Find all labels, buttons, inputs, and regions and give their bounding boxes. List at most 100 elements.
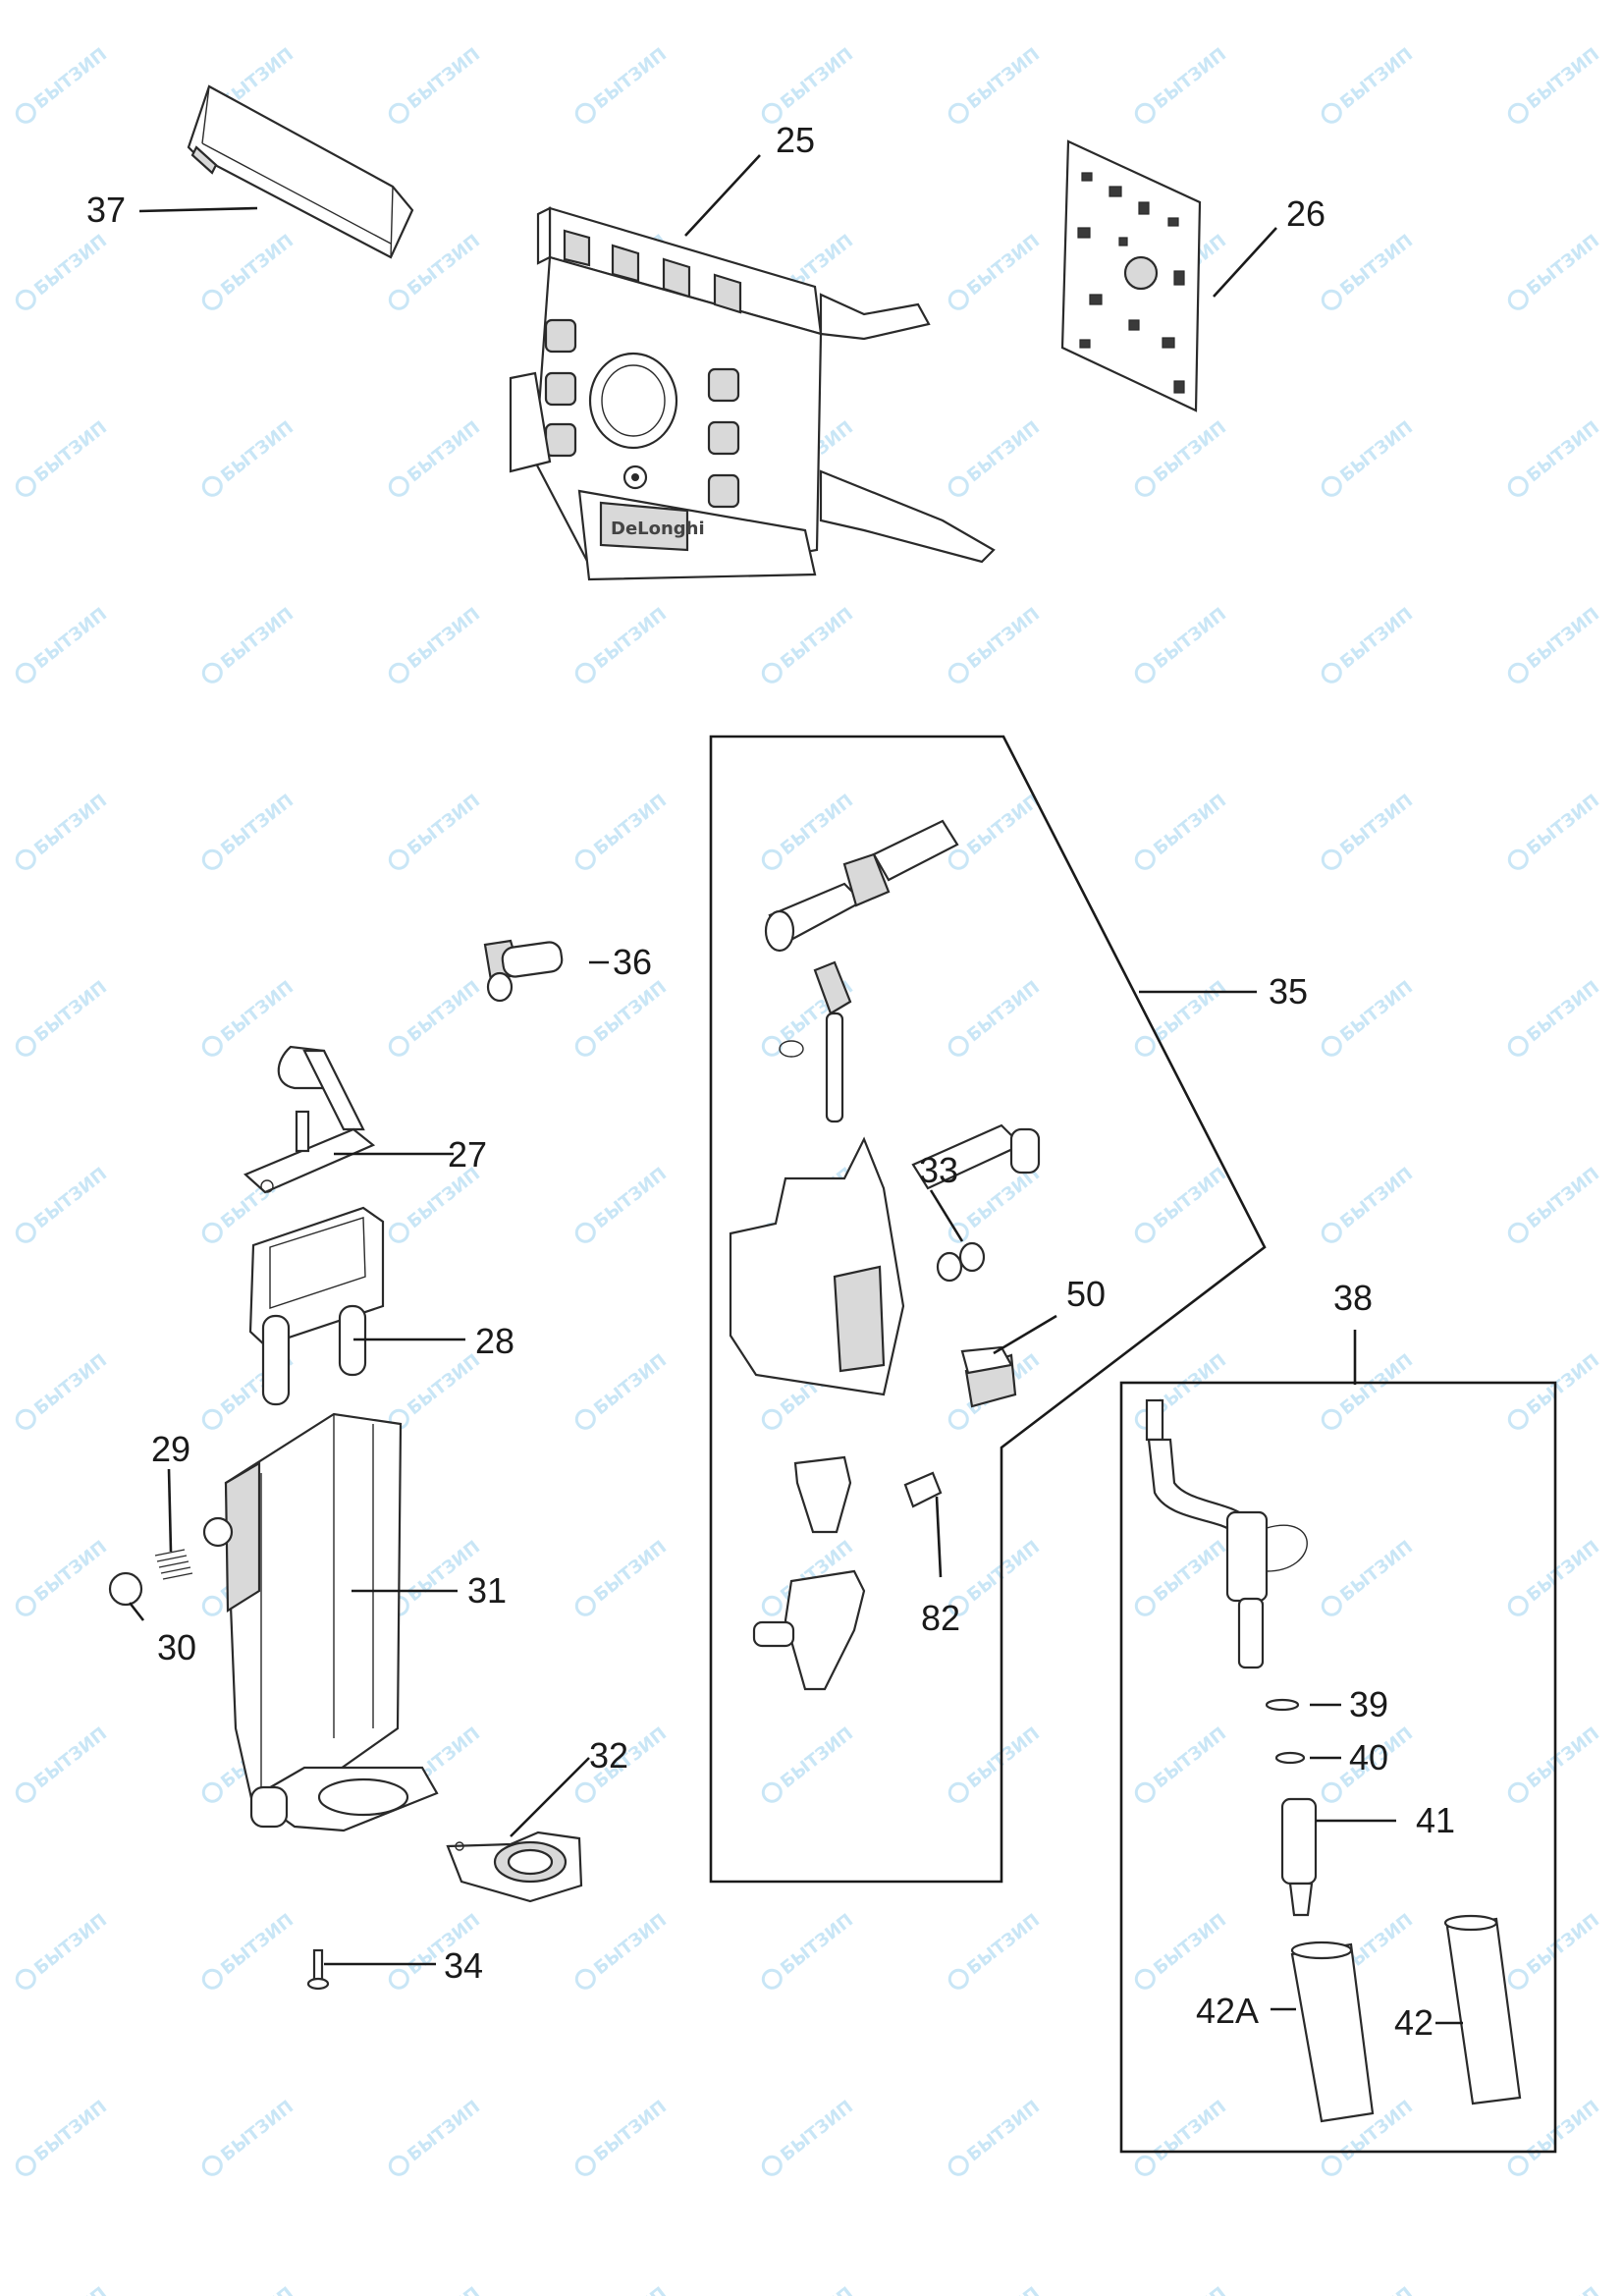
label-50: 50 xyxy=(1066,1274,1106,1314)
svg-text:БЫТЗИП: БЫТЗИП xyxy=(590,604,671,673)
leader-lines xyxy=(128,154,1463,2025)
watermark-logo: БЫТЗИП xyxy=(15,417,111,497)
part-30-cap xyxy=(108,1571,143,1607)
svg-text:БЫТЗИП: БЫТЗИП xyxy=(1336,604,1417,673)
label-40: 40 xyxy=(1349,1737,1388,1777)
watermark-logo: БЫТЗИП xyxy=(15,791,111,870)
watermark-logo: БЫТЗИП xyxy=(1321,1537,1417,1616)
svg-text:БЫТЗИП: БЫТЗИП xyxy=(1523,2283,1603,2296)
part-26-circuit-board xyxy=(1060,139,1202,412)
watermark-logo: БЫТЗИП xyxy=(761,604,857,683)
watermark-logo: БЫТЗИП xyxy=(947,604,1044,683)
svg-text:БЫТЗИП: БЫТЗИП xyxy=(30,1164,111,1232)
label-36: 36 xyxy=(613,942,652,982)
part-50-lever xyxy=(960,1345,1017,1408)
watermark-logo: БЫТЗИП xyxy=(947,1537,1044,1616)
svg-text:БЫТЗИП: БЫТЗИП xyxy=(217,231,298,300)
svg-text:БЫТЗИП: БЫТЗИП xyxy=(777,2283,857,2296)
watermark-logo: БЫТЗИП xyxy=(1134,417,1230,497)
watermark-logo: БЫТЗИП xyxy=(217,2283,298,2296)
svg-text:БЫТЗИП: БЫТЗИП xyxy=(963,2097,1044,2165)
watermark-logo: БЫТЗИП xyxy=(1321,44,1417,124)
watermark-logo: БЫТЗИП xyxy=(574,1537,671,1616)
watermark-logo: БЫТЗИП xyxy=(947,231,1044,310)
svg-text:БЫТЗИП: БЫТЗИП xyxy=(1150,2283,1230,2296)
watermark-logo: БЫТЗИП xyxy=(1507,44,1603,124)
svg-text:БЫТЗИП: БЫТЗИП xyxy=(217,1910,298,1979)
part-36-pin xyxy=(483,939,564,1003)
svg-text:БЫТЗИП: БЫТЗИП xyxy=(217,2097,298,2165)
part-32-plate xyxy=(446,1831,583,1903)
watermark-logo: БЫТЗИП xyxy=(1321,1164,1417,1243)
part-34-pin xyxy=(306,1948,330,1991)
watermark-logo: БЫТЗИП xyxy=(1321,231,1417,310)
svg-text:БЫТЗИП: БЫТЗИП xyxy=(404,977,484,1046)
watermark-logo: БЫТЗИП xyxy=(1321,604,1417,683)
svg-text:БЫТЗИП: БЫТЗИП xyxy=(1523,231,1603,300)
svg-text:БЫТЗИП: БЫТЗИП xyxy=(777,1910,857,1979)
svg-text:БЫТЗИП: БЫТЗИП xyxy=(30,44,111,113)
svg-text:БЫТЗИП: БЫТЗИП xyxy=(963,44,1044,113)
part-31-main-housing xyxy=(202,1412,439,1832)
svg-text:БЫТЗИП: БЫТЗИП xyxy=(1336,44,1417,113)
part-82-microswitch xyxy=(903,1471,943,1508)
watermark-logo: БЫТЗИП xyxy=(1134,1723,1230,1803)
svg-text:БЫТЗИП: БЫТЗИП xyxy=(404,231,484,300)
label-30: 30 xyxy=(157,1627,196,1667)
svg-text:БЫТЗИП: БЫТЗИП xyxy=(590,1350,671,1419)
label-35: 35 xyxy=(1269,971,1308,1011)
svg-text:БЫТЗИП: БЫТЗИП xyxy=(963,231,1044,300)
watermark-logo: БЫТЗИП xyxy=(201,231,298,310)
watermark-logo: БЫТЗИП xyxy=(1507,604,1603,683)
label-38: 38 xyxy=(1333,1278,1373,1318)
svg-text:БЫТЗИП: БЫТЗИП xyxy=(1150,417,1230,486)
box-38-outline xyxy=(1119,1381,1557,2154)
label-33: 33 xyxy=(919,1150,958,1190)
watermark-logo: БЫТЗИП xyxy=(777,2283,857,2296)
svg-text:БЫТЗИП: БЫТЗИП xyxy=(590,2283,671,2296)
svg-text:БЫТЗИП: БЫТЗИП xyxy=(30,417,111,486)
watermark-logo: БЫТЗИП xyxy=(1507,791,1603,870)
svg-text:БЫТЗИП: БЫТЗИП xyxy=(1150,1164,1230,1232)
watermark-logo: БЫТЗИП xyxy=(1507,977,1603,1057)
watermark-logo: БЫТЗИП xyxy=(947,791,1044,870)
svg-text:БЫТЗИП: БЫТЗИП xyxy=(590,977,671,1046)
svg-text:БЫТЗИП: БЫТЗИП xyxy=(404,2097,484,2165)
svg-text:БЫТЗИП: БЫТЗИП xyxy=(1523,2097,1603,2165)
part-42-tube xyxy=(1443,1914,1522,2105)
part-25-control-panel xyxy=(509,206,996,581)
svg-text:БЫТЗИП: БЫТЗИП xyxy=(590,791,671,859)
watermark-logo: БЫТЗИП xyxy=(388,977,484,1057)
watermark-logo: БЫТЗИП xyxy=(761,2097,857,2176)
watermark-logo: БЫТЗИП xyxy=(15,604,111,683)
label-26: 26 xyxy=(1286,193,1325,234)
svg-text:БЫТЗИП: БЫТЗИП xyxy=(217,791,298,859)
svg-text:БЫТЗИП: БЫТЗИП xyxy=(590,2097,671,2165)
svg-text:БЫТЗИП: БЫТЗИП xyxy=(1523,1350,1603,1419)
watermark-logo: БЫТЗИП xyxy=(574,44,671,124)
svg-text:БЫТЗИП: БЫТЗИП xyxy=(1336,417,1417,486)
svg-text:БЫТЗИП: БЫТЗИП xyxy=(1336,231,1417,300)
watermark-logo: БЫТЗИП xyxy=(947,977,1044,1057)
watermark-logo: БЫТЗИП xyxy=(761,1910,857,1990)
svg-text:БЫТЗИП: БЫТЗИП xyxy=(777,604,857,673)
svg-text:БЫТЗИП: БЫТЗИП xyxy=(1336,791,1417,859)
watermark-logo: БЫТЗИП xyxy=(1523,2283,1603,2296)
part-38-connector-tube xyxy=(1145,1398,1308,1669)
watermark-logo: БЫТЗИП xyxy=(1321,1350,1417,1430)
watermark-logo: БЫТЗИП xyxy=(388,2097,484,2176)
svg-text:БЫТЗИП: БЫТЗИП xyxy=(1523,44,1603,113)
watermark-logo: БЫТЗИП xyxy=(1134,1910,1230,1990)
svg-text:БЫТЗИП: БЫТЗИП xyxy=(404,2283,484,2296)
svg-text:БЫТЗИП: БЫТЗИП xyxy=(963,1723,1044,1792)
svg-text:БЫТЗИП: БЫТЗИП xyxy=(30,1910,111,1979)
watermark-logo: БЫТЗИП xyxy=(963,2283,1044,2296)
svg-text:БЫТЗИП: БЫТЗИП xyxy=(1336,1350,1417,1419)
svg-text:БЫТЗИП: БЫТЗИП xyxy=(217,604,298,673)
watermark-logo: БЫТЗИП xyxy=(590,2283,671,2296)
svg-text:БЫТЗИП: БЫТЗИП xyxy=(1150,1537,1230,1606)
watermark-logo: БЫТЗИП xyxy=(947,1723,1044,1803)
part-42a-tube xyxy=(1290,1941,1375,2123)
svg-text:БЫТЗИП: БЫТЗИП xyxy=(777,44,857,113)
